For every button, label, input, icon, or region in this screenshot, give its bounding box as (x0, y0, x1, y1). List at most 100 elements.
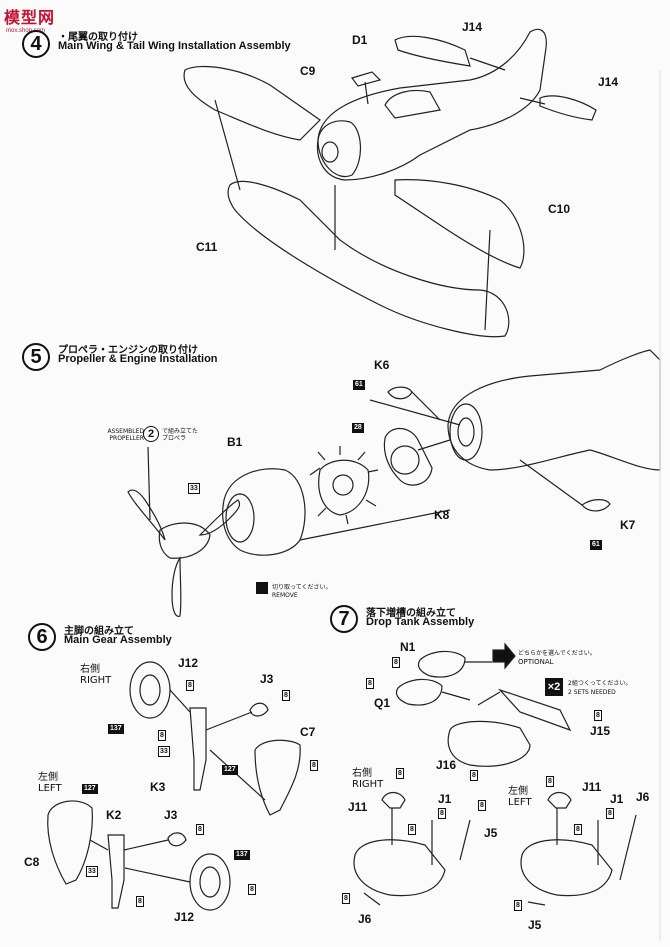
sets-multiplier: ×2 (547, 681, 561, 693)
paint-box-7-8m: 8 (514, 900, 522, 911)
site-logo-url: mox.shop.com (6, 28, 46, 34)
left-side-en: LEFT (38, 783, 62, 794)
paint-box-6-127a: 127 (222, 765, 238, 775)
optional-arrow (492, 642, 516, 670)
left-wheel (189, 853, 231, 911)
paint-box-6-137a: 137 (108, 724, 124, 734)
paint-box-6-8b: 8 (282, 690, 290, 701)
tank-right-side-label: 右側 RIGHT (352, 768, 383, 790)
right-side-label: 右側 RIGHT (80, 664, 111, 686)
paint-box-6-8c: 8 (310, 760, 318, 771)
part-label-k7: K7 (620, 518, 636, 532)
step-title-en-4: Main Wing & Tail Wing Installation Assem… (58, 40, 291, 52)
part-label-c11: C11 (196, 240, 218, 254)
sets-note-jp: 2組つくってください。 (568, 680, 632, 687)
cowling-outline (317, 120, 362, 178)
part-label-c9: C9 (300, 64, 316, 78)
part-label-d1: D1 (352, 33, 368, 47)
part-label-k6: K6 (374, 358, 390, 372)
assembled-propeller-jp: で組み立てたプロペラ (162, 428, 199, 442)
paint-box-7-8g: 8 (438, 808, 446, 819)
part-label-j3-left: J3 (164, 808, 178, 822)
paint-box-7-8l: 8 (342, 893, 350, 904)
part-label-k8: K8 (434, 508, 450, 522)
k7-part (581, 499, 611, 512)
paint-box-6-8d: 8 (158, 730, 166, 741)
paint-box-6-33b: 33 (86, 866, 98, 877)
paint-box-61a: 61 (353, 380, 365, 390)
paint-box-6-127b: 127 (82, 784, 98, 794)
j16-tank (447, 720, 531, 767)
q1-nose (395, 678, 443, 706)
paint-box-7-8d: 8 (470, 770, 478, 781)
paint-box-61b: 61 (590, 540, 602, 550)
j11a-part (381, 791, 406, 809)
part-label-q1: Q1 (374, 696, 391, 710)
paint-box-7-8i: 8 (546, 776, 554, 787)
tank-left-side-label: 左側 LEFT (508, 786, 532, 808)
k3-strut (189, 707, 207, 791)
part-label-j5-left: J5 (528, 918, 542, 932)
step-number-4: 4 (22, 30, 50, 58)
paint-box-6-8a: 8 (186, 680, 194, 691)
paint-box-7-8h: 8 (478, 800, 486, 811)
tank-left-side-en: LEFT (508, 797, 532, 808)
paint-box-7-8b: 8 (366, 678, 374, 689)
right-side-en: RIGHT (80, 675, 112, 686)
part-label-n1: N1 (400, 640, 416, 654)
step-title-en-6: Main Gear Assembly (64, 634, 172, 646)
optional-note-en: OPTIONAL (518, 658, 554, 666)
lower-wing (227, 180, 510, 338)
part-label-j15: J15 (590, 724, 611, 738)
step-title-jp-6: 主脚の組み立て (64, 626, 134, 637)
part-label-j16: J16 (436, 758, 457, 772)
step-title-jp-4: ・尾翼の取り付け (58, 32, 138, 43)
j11b-part (547, 791, 572, 809)
canopy-outline (384, 89, 441, 119)
paint-box-33: 33 (188, 483, 200, 494)
k6-part (387, 386, 413, 400)
part-label-j14-right: J14 (598, 75, 619, 89)
step-ref-2: 2 (143, 426, 159, 442)
part-label-j6-right: J6 (358, 912, 372, 926)
tank-right-side-jp: 右側 (352, 768, 372, 779)
part-label-j6-left: J6 (636, 790, 650, 804)
upper-wing-left (183, 65, 321, 141)
part-label-j12-left: J12 (174, 910, 195, 924)
step-title-jp-5: プロペラ・エンジンの取り付け (58, 345, 198, 356)
step-title-en-7: Drop Tank Assembly (366, 616, 475, 628)
paint-box-7-8k: 8 (606, 808, 614, 819)
upper-wing-right (394, 179, 525, 269)
tank-left-side-jp: 左側 (508, 786, 528, 797)
paint-box-6-8e: 8 (196, 824, 204, 835)
optional-note-jp: どちらかを選んでください。 (518, 650, 596, 657)
tank-bottom-right (353, 839, 446, 897)
c7-door (254, 739, 301, 816)
tank-bottom-left (520, 839, 613, 897)
paint-box-7-8e: 8 (396, 768, 404, 779)
left-side-jp: 左側 (38, 772, 58, 783)
part-label-c10: C10 (548, 202, 571, 216)
j15-bracket (498, 688, 572, 732)
step-title-jp-7: 落下増槽の組み立て (366, 608, 456, 619)
tail-plane-left (394, 35, 471, 67)
k2-strut (107, 834, 125, 909)
step-number-6: 6 (28, 623, 56, 651)
part-label-c7: C7 (300, 725, 316, 739)
part-label-k2: K2 (106, 808, 122, 822)
b1-cowling (222, 468, 306, 556)
j3a-part (249, 702, 269, 717)
assembled-propeller-note: ASSEMBLED PROPELLER (107, 428, 144, 442)
paint-box-6-137b: 137 (234, 850, 250, 860)
c8-door (47, 800, 93, 885)
d1-part (351, 71, 382, 87)
part-label-k3: K3 (150, 780, 166, 794)
part-label-j3-right: J3 (260, 672, 274, 686)
paint-box-7-8j: 8 (574, 824, 582, 835)
paint-box-7-8f: 8 (408, 824, 416, 835)
paint-box-28: 28 (352, 423, 364, 433)
part-label-j5-right: J5 (484, 826, 498, 840)
step-number-5: 5 (22, 343, 50, 371)
engine-fuselage-outline (447, 349, 661, 471)
